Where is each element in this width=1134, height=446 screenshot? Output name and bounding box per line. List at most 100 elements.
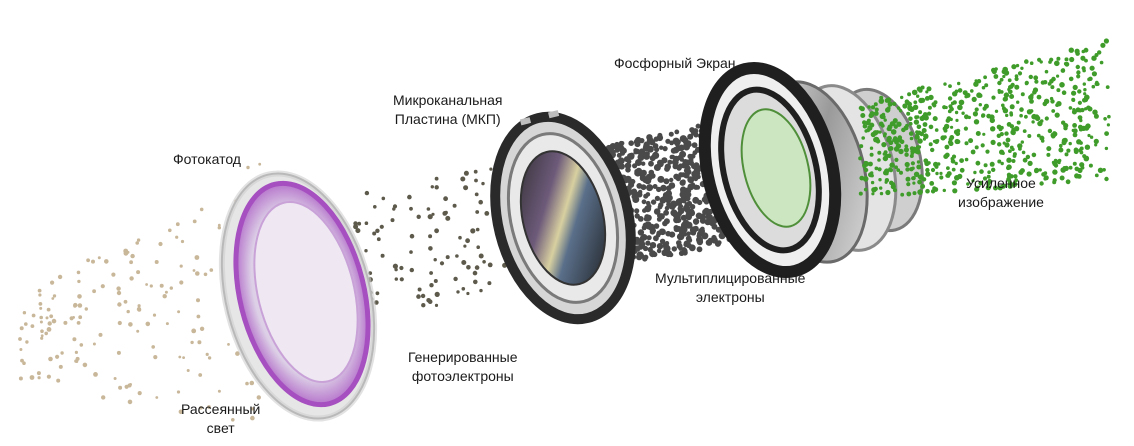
photoelectron bbox=[434, 185, 439, 190]
light-particle bbox=[137, 304, 141, 308]
photoelectron bbox=[461, 287, 466, 291]
image-particle bbox=[874, 107, 879, 112]
image-particle bbox=[918, 97, 924, 104]
image-particle bbox=[1004, 71, 1009, 76]
image-particle bbox=[883, 132, 887, 136]
photoelectron bbox=[444, 210, 448, 215]
image-particle bbox=[862, 124, 868, 129]
light-particle bbox=[24, 322, 28, 326]
light-particle bbox=[92, 342, 96, 346]
image-particle bbox=[930, 189, 936, 194]
multiplied-electron bbox=[632, 196, 640, 203]
light-particle bbox=[217, 223, 221, 227]
photoelectron bbox=[487, 281, 492, 286]
label-scattered-light: Рассеянный свет bbox=[181, 400, 260, 438]
light-particle bbox=[155, 396, 159, 399]
multiplied-electron bbox=[662, 146, 668, 152]
image-particle bbox=[925, 188, 930, 194]
image-particle bbox=[1013, 126, 1020, 132]
light-particle bbox=[199, 207, 204, 212]
image-particle bbox=[1051, 109, 1056, 113]
multiplied-electron bbox=[689, 204, 696, 210]
image-particle bbox=[1056, 56, 1061, 61]
photoelectron bbox=[392, 263, 398, 269]
image-particle bbox=[935, 171, 939, 176]
image-particle bbox=[1081, 66, 1086, 71]
light-particle bbox=[175, 222, 180, 227]
image-particle bbox=[922, 122, 928, 127]
photoelectron bbox=[375, 228, 380, 233]
image-particle bbox=[939, 171, 943, 175]
image-particle bbox=[877, 150, 882, 155]
light-particle bbox=[46, 327, 52, 332]
image-particle bbox=[954, 138, 960, 145]
photoelectron bbox=[409, 233, 415, 239]
photoelectron bbox=[463, 244, 467, 248]
photoelectron bbox=[434, 303, 439, 307]
image-particle bbox=[1088, 76, 1093, 82]
image-particle bbox=[886, 135, 892, 141]
multiplied-electron bbox=[674, 129, 680, 135]
light-particle bbox=[60, 351, 64, 355]
multiplied-electron bbox=[687, 153, 693, 159]
image-particle bbox=[1032, 90, 1037, 95]
image-particle bbox=[1083, 92, 1087, 96]
light-particle bbox=[75, 356, 80, 361]
image-particle bbox=[921, 177, 927, 182]
multiplied-electron bbox=[676, 240, 682, 246]
image-particle bbox=[989, 161, 995, 167]
light-particle bbox=[256, 395, 261, 400]
image-particle bbox=[1031, 120, 1035, 124]
image-particle bbox=[1099, 60, 1104, 65]
image-particle bbox=[1050, 85, 1055, 90]
multiplied-electron bbox=[682, 137, 689, 144]
image-particle bbox=[1049, 79, 1054, 84]
image-particle bbox=[1068, 165, 1073, 170]
multiplied-electron bbox=[672, 146, 680, 154]
light-particle bbox=[45, 316, 49, 320]
image-particle bbox=[944, 124, 949, 130]
image-particle bbox=[912, 181, 916, 185]
photoelectron bbox=[428, 234, 433, 239]
image-particle bbox=[1097, 50, 1102, 55]
multiplied-electron bbox=[688, 209, 696, 217]
light-particle bbox=[179, 264, 183, 268]
image-particle bbox=[900, 192, 905, 197]
photoelectron bbox=[409, 267, 414, 273]
light-particle bbox=[51, 297, 55, 300]
image-particle bbox=[972, 111, 979, 117]
multiplied-electron bbox=[646, 134, 653, 141]
label-photocathode-line-1: Фотокатод bbox=[173, 151, 241, 167]
image-particle bbox=[1075, 64, 1081, 70]
image-particle bbox=[1093, 113, 1099, 119]
light-particle bbox=[137, 308, 142, 312]
multiplied-electron bbox=[696, 171, 701, 176]
image-particle bbox=[976, 79, 982, 84]
image-particle bbox=[1022, 129, 1027, 134]
multiplied-electron bbox=[656, 186, 662, 193]
image-particle bbox=[1059, 143, 1063, 148]
image-particle bbox=[858, 191, 863, 196]
image-particle bbox=[915, 149, 921, 155]
image-particle bbox=[937, 162, 941, 166]
photoelectron bbox=[390, 218, 395, 223]
image-particle bbox=[996, 133, 1001, 138]
image-particle bbox=[898, 148, 904, 155]
photoelectron bbox=[478, 199, 484, 205]
image-particle bbox=[1077, 115, 1083, 120]
image-particle bbox=[1002, 74, 1006, 79]
mcp-disc bbox=[490, 110, 636, 325]
photoelectron bbox=[445, 215, 451, 221]
multiplied-electron bbox=[677, 198, 683, 204]
image-particle bbox=[868, 161, 873, 167]
image-particle bbox=[1050, 132, 1057, 138]
multiplied-electron bbox=[641, 161, 646, 166]
multiplied-electron bbox=[654, 146, 660, 153]
image-particle bbox=[963, 126, 969, 131]
image-particle bbox=[1011, 147, 1015, 152]
light-particle bbox=[164, 290, 168, 294]
image-particle bbox=[1068, 141, 1072, 146]
multiplied-electron bbox=[624, 175, 632, 183]
image-particle bbox=[951, 159, 956, 164]
image-particle bbox=[878, 178, 882, 182]
